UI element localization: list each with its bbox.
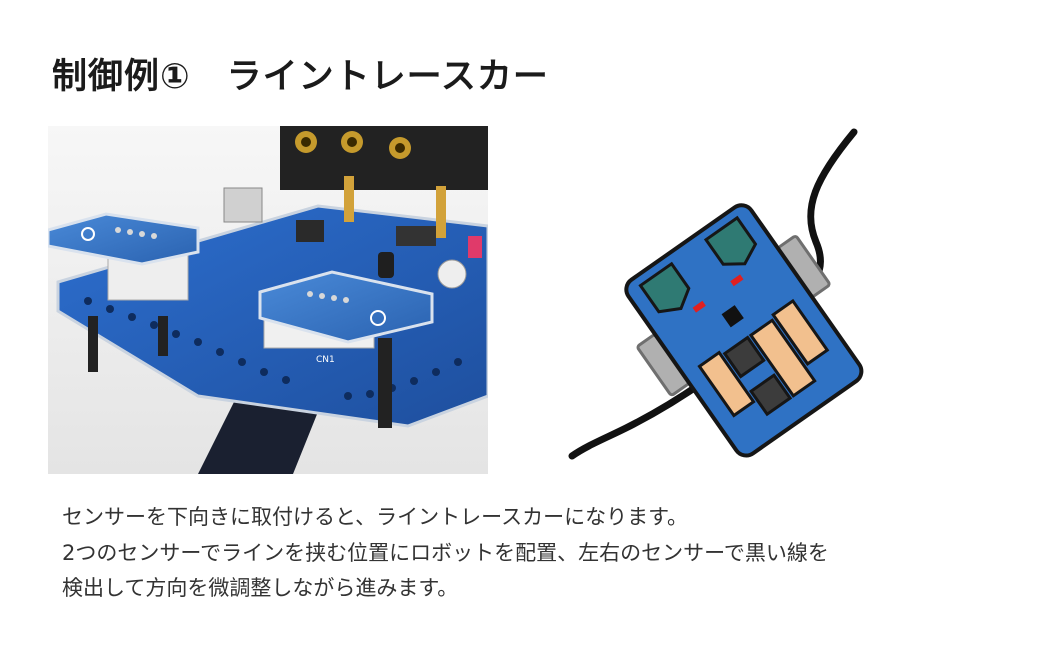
robot-photo: CN1 [48,126,488,474]
description: センサーを下向きに取付けると、ライントレースカーになります。 2つのセンサーでラ… [62,500,1022,607]
sensor-right [703,215,758,266]
line-trace-diagram [568,128,864,460]
battery-box-3 [748,318,817,398]
ic-chip [296,220,324,242]
battery-box-2 [748,373,793,417]
sensor-left [638,261,691,314]
indicator-led-right [730,274,744,287]
battery-box-1 [722,335,766,379]
left-sensor-board [48,212,200,372]
motor-left [697,350,756,418]
board-holes [84,297,462,400]
description-line-3: 検出して方向を微調整しながら進みます。 [62,576,459,600]
board-marking: CN1 [316,355,335,365]
right-sensor-board: CN1 [258,270,434,428]
robot-body [624,203,864,458]
indicator-led-left [692,300,706,313]
controller-chip [721,305,744,328]
description-line-2: 2つのセンサーでラインを挟む位置にロボットを配置、左右のセンサーで黒い線を [62,540,829,565]
page-title: 制御例① ライントレースカー [52,57,549,97]
motor-right [771,298,830,366]
description-line-1: センサーを下向きに取付けると、ライントレースカーになります。 [62,505,689,529]
